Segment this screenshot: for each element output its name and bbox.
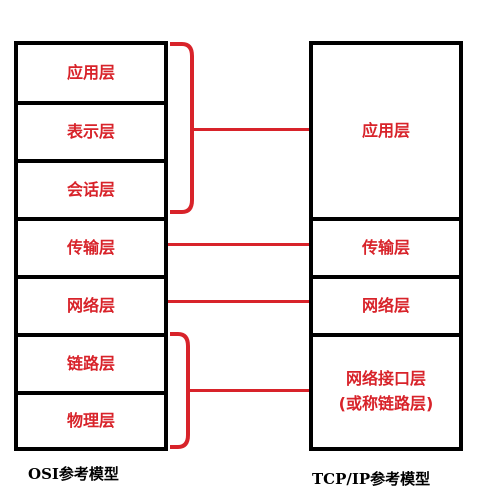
connector-transport	[168, 243, 309, 246]
tcpip-layer-internet: 网络层	[313, 279, 459, 333]
tcpip-model-column: 应用层 传输层 网络层 网络接口层 (或称链路层)	[309, 41, 463, 451]
connector-network	[168, 300, 309, 303]
osi-layer-presentation: 表示层	[18, 105, 164, 159]
osi-separator	[18, 217, 164, 221]
bottom-brace	[170, 332, 190, 449]
osi-caption: OSI参考模型	[28, 465, 119, 483]
osi-separator	[18, 159, 164, 163]
osi-layer-datalink-label: 链路层	[66, 353, 115, 373]
tcpip-layer-network-interface-note: (或称链路层)	[338, 394, 434, 413]
osi-layer-network-label: 网络层	[66, 295, 115, 315]
osi-layer-physical-label: 物理层	[66, 410, 115, 430]
osi-layer-application-label: 应用层	[66, 62, 115, 82]
connector-network-interface	[188, 389, 309, 392]
tcpip-layer-application-label: 应用层	[361, 120, 410, 140]
osi-layer-datalink: 链路层	[18, 337, 164, 391]
tcpip-layer-internet-label: 网络层	[361, 295, 410, 315]
osi-separator	[18, 391, 164, 395]
tcpip-layer-network-interface: 网络接口层 (或称链路层)	[313, 337, 459, 447]
osi-layer-presentation-label: 表示层	[66, 121, 115, 141]
osi-layer-network: 网络层	[18, 279, 164, 333]
osi-separator	[18, 333, 164, 337]
osi-layer-transport: 传输层	[18, 221, 164, 275]
osi-layer-transport-label: 传输层	[66, 237, 115, 257]
tcpip-caption: TCP/IP参考模型	[312, 470, 431, 488]
osi-layer-session: 会话层	[18, 163, 164, 217]
osi-layer-physical: 物理层	[18, 395, 164, 447]
tcpip-separator	[313, 275, 459, 279]
osi-separator	[18, 101, 164, 105]
tcpip-layer-network-interface-label: 网络接口层	[345, 369, 426, 389]
tcpip-layer-transport: 传输层	[313, 221, 459, 275]
tcpip-layer-transport-label: 传输层	[361, 237, 410, 257]
tcpip-separator	[313, 333, 459, 337]
osi-layer-application: 应用层	[18, 45, 164, 101]
connector-application	[192, 128, 309, 131]
tcpip-layer-application: 应用层	[313, 45, 459, 217]
tcpip-separator	[313, 217, 459, 221]
osi-layer-session-label: 会话层	[66, 179, 115, 199]
osi-separator	[18, 275, 164, 279]
osi-model-column: 应用层 表示层 会话层 传输层 网络层 链路层 物理层	[14, 41, 168, 451]
